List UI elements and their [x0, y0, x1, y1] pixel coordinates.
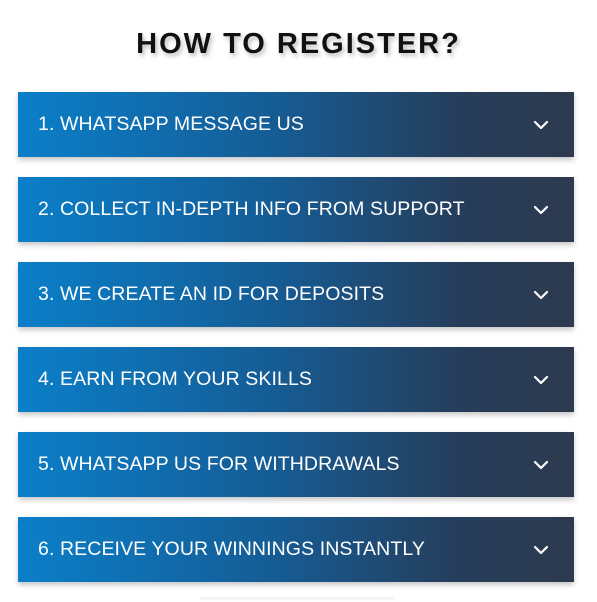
accordion-item-label: 5. WHATSAPP US FOR WITHDRAWALS: [38, 453, 400, 475]
accordion-item-withdrawals[interactable]: 5. WHATSAPP US FOR WITHDRAWALS: [18, 432, 574, 497]
chevron-down-icon: [532, 201, 550, 219]
accordion-item-receive-winnings[interactable]: 6. RECEIVE YOUR WINNINGS INSTANTLY: [18, 517, 574, 582]
chevron-down-icon: [532, 456, 550, 474]
accordion-item-earn-skills[interactable]: 4. EARN FROM YOUR SKILLS: [18, 347, 574, 412]
bottom-divider: [200, 597, 395, 602]
chevron-down-icon: [532, 541, 550, 559]
accordion-item-collect-info[interactable]: 2. COLLECT IN-DEPTH INFO FROM SUPPORT: [18, 177, 574, 242]
register-steps-accordion: 1. WHATSAPP MESSAGE US 2. COLLECT IN-DEP…: [18, 92, 574, 602]
accordion-item-whatsapp-message[interactable]: 1. WHATSAPP MESSAGE US: [18, 92, 574, 157]
chevron-down-icon: [532, 286, 550, 304]
accordion-item-label: 3. WE CREATE AN ID FOR DEPOSITS: [38, 283, 385, 305]
accordion-item-create-id[interactable]: 3. WE CREATE AN ID FOR DEPOSITS: [18, 262, 574, 327]
chevron-down-icon: [532, 116, 550, 134]
accordion-item-label: 1. WHATSAPP MESSAGE US: [38, 113, 304, 135]
accordion-item-label: 2. COLLECT IN-DEPTH INFO FROM SUPPORT: [38, 198, 465, 220]
page-title: HOW TO REGISTER?: [136, 28, 461, 60]
chevron-down-icon: [532, 371, 550, 389]
accordion-item-label: 4. EARN FROM YOUR SKILLS: [38, 368, 313, 390]
accordion-item-label: 6. RECEIVE YOUR WINNINGS INSTANTLY: [38, 538, 425, 560]
